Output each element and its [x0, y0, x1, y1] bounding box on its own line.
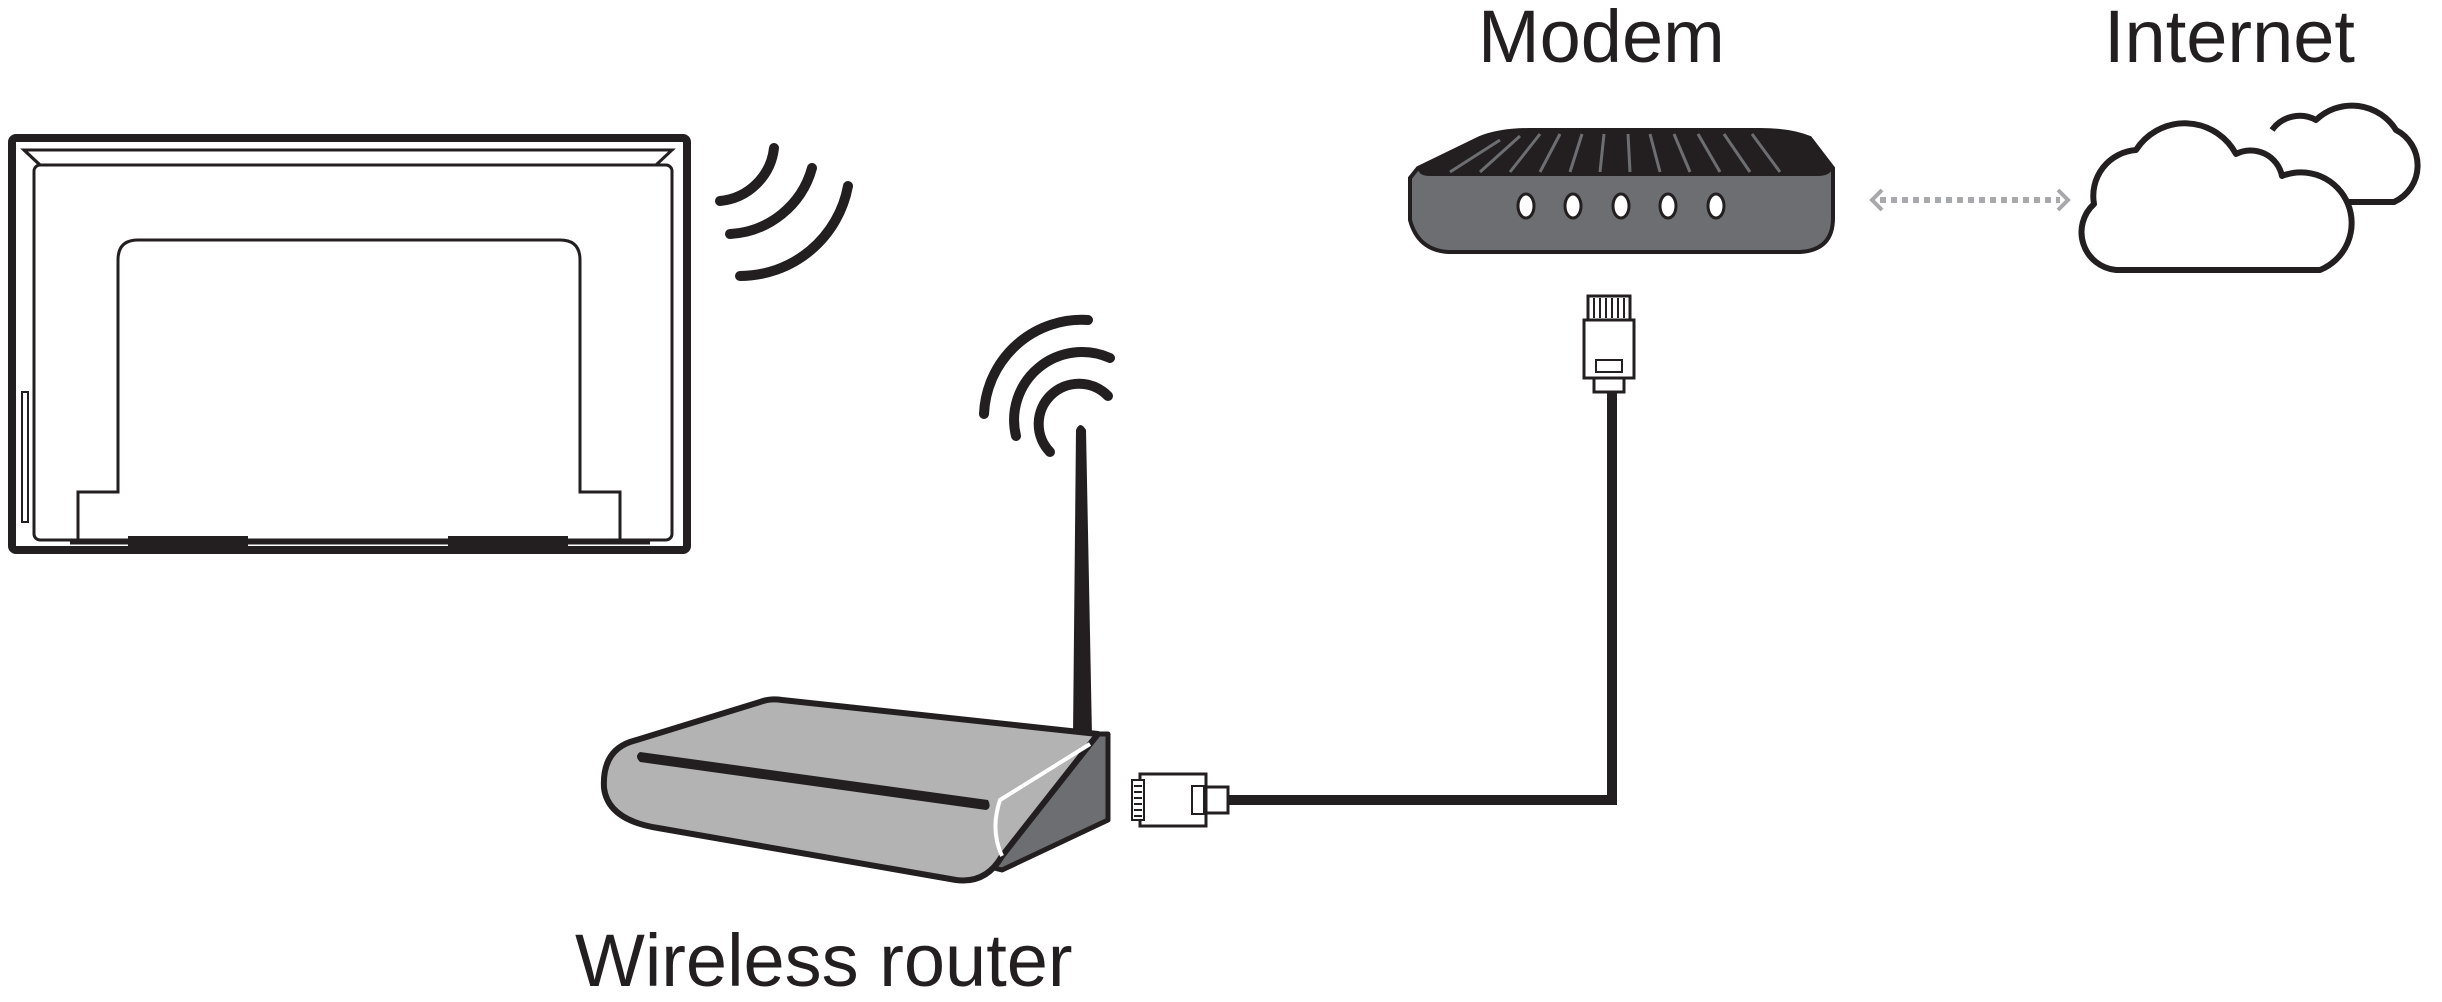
- router-side-highlight: [993, 742, 1092, 857]
- tv-bevel-left: [22, 148, 42, 167]
- tv-wifi-signal-icon: [715, 143, 853, 281]
- cloud-back: [2269, 102, 2421, 205]
- rj45-plug-icon: [1582, 294, 1636, 394]
- modem-vents: [1449, 133, 1782, 174]
- tv-bevel: [20, 148, 676, 167]
- wireless-router-icon: [600, 425, 1111, 884]
- modem-internet-link: [1869, 188, 2071, 212]
- tv-speaker-left: [128, 536, 248, 546]
- router-front-slot: [637, 752, 990, 810]
- router-antenna: [1073, 425, 1092, 736]
- cloud-icon: [2078, 102, 2421, 273]
- ethernet-cable: [1228, 392, 1617, 805]
- tv-mount-plate: [76, 238, 622, 540]
- tv-side-port: [21, 391, 29, 523]
- modem-label: Modem: [1478, 0, 1725, 78]
- router-wifi-signal-icon: [979, 314, 1115, 457]
- internet-label: Internet: [2104, 0, 2355, 78]
- tv-back-icon: [8, 134, 691, 554]
- wireless-router-label: Wireless router: [575, 919, 1073, 1002]
- rj45-plug-icon: [1131, 772, 1230, 828]
- cloud-front: [2078, 120, 2355, 273]
- tv-back-panel: [32, 163, 674, 542]
- tv-speaker-right: [448, 536, 568, 546]
- modem-icon: [1408, 128, 1835, 254]
- modem-status-lights: [1516, 192, 1726, 220]
